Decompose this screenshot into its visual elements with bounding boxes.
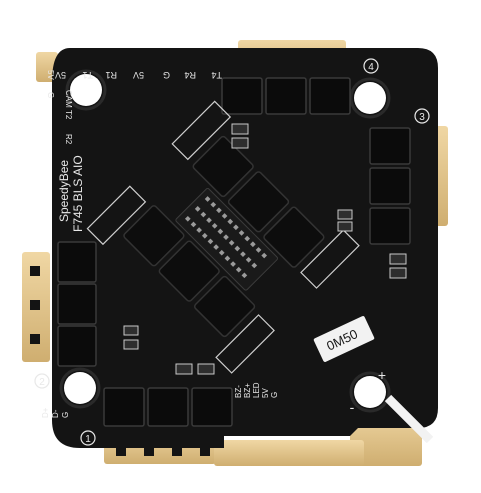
left-pad-label: R2 (64, 134, 73, 145)
top-pad-label: R4 (184, 70, 196, 80)
left-pad-label: CAM (64, 90, 73, 108)
top-pad-labels: 5V T1 R1 5V G R4 T4 (55, 70, 222, 80)
mounting-holes (59, 69, 391, 413)
led-buzzer-labels: BZ- BZ+ LED 5V G (234, 382, 279, 398)
led-pad-label: G (270, 392, 279, 398)
top-pad-label: R1 (105, 70, 117, 80)
bottom-pad-labels: D+ D- G (41, 407, 70, 418)
polarity-minus: - (350, 399, 355, 415)
led-pad-label: LED (252, 382, 261, 398)
pad-cutouts (30, 54, 438, 456)
left-pad-labels: G 5V CAM T2 R2 (46, 70, 73, 145)
polarity-plus: + (378, 367, 386, 383)
top-pad-label: T4 (211, 70, 222, 80)
motor-numbers: 1 2 3 4 (34, 58, 430, 446)
motor-number: 4 (368, 62, 374, 73)
top-pad-label: 5V (133, 70, 144, 80)
motor-number: 3 (419, 112, 425, 123)
led-pad-label: BZ+ (243, 383, 252, 398)
battery-polarity: + - (350, 367, 386, 415)
top-pad-label: G (163, 70, 170, 80)
passive-components (123, 123, 407, 375)
brand-label: SpeedyBee (57, 160, 71, 222)
bottom-pad-label: G (61, 412, 70, 418)
left-pad-label: T2 (64, 110, 73, 120)
top-pad-label: T1 (82, 70, 93, 80)
esc-mosfets (57, 77, 411, 427)
model-label: F745 BLS AIO (71, 155, 85, 232)
bottom-pad-label: D+ (41, 407, 50, 418)
top-pad-label: 5V (55, 70, 66, 80)
battery-pad-divider (384, 394, 434, 444)
led-pad-label: BZ- (234, 385, 243, 398)
motor-number: 1 (85, 434, 91, 445)
core-components (86, 100, 360, 374)
corner-label: 5V (46, 70, 55, 80)
led-pad-label: 5V (261, 388, 270, 398)
brand-silkscreen: SpeedyBee F745 BLS AIO (57, 155, 85, 232)
corner-label: G (46, 92, 55, 98)
motor-number: 2 (39, 377, 45, 388)
bottom-pad-label: D- (51, 409, 60, 418)
